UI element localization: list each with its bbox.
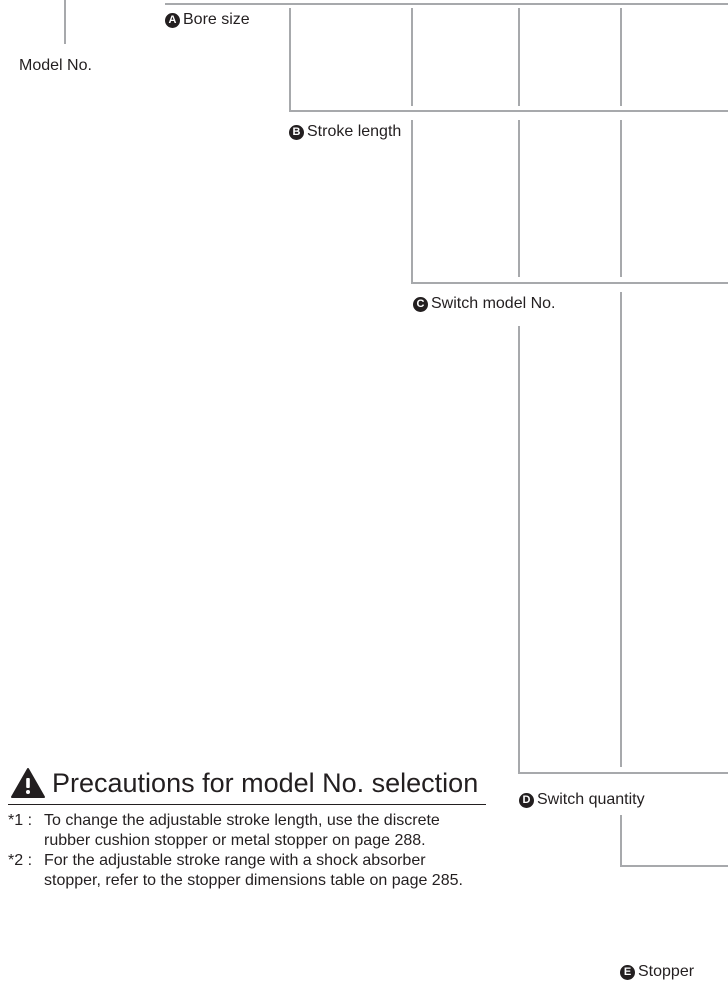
stroke-length-label: B Stroke length (289, 122, 401, 142)
badge-a-icon: A (165, 12, 180, 28)
switch-qty-line-top (620, 8, 622, 106)
top-connector-line (165, 3, 728, 5)
stroke-length-bracket (411, 282, 728, 284)
badge-b-icon: B (289, 124, 304, 140)
precautions-title: Precautions for model No. selection (52, 768, 479, 798)
switch-model-line (518, 326, 520, 774)
note-text: For the adjustable stroke range with a s… (44, 852, 463, 889)
badge-c-icon: C (413, 296, 428, 312)
bore-size-bracket (289, 110, 728, 112)
bore-size-text: Bore size (183, 11, 250, 28)
switch-quantity-text: Switch quantity (537, 791, 645, 808)
precautions-notes: *1 : To change the adjustable stroke len… (8, 811, 486, 891)
switch-quantity-label: D Switch quantity (519, 790, 645, 810)
switch-model-line-top (518, 8, 520, 106)
bore-size-line (289, 8, 291, 112)
switch-model-text: Switch model No. (431, 295, 556, 312)
note-item: *1 : To change the adjustable stroke len… (8, 811, 486, 851)
precautions-section: Precautions for model No. selection *1 :… (8, 766, 486, 891)
precautions-heading: Precautions for model No. selection (8, 766, 486, 805)
badge-e-icon: E (620, 964, 635, 980)
switch-model-bracket (518, 772, 728, 774)
stopper-text: Stopper (638, 963, 695, 980)
model-no-leader-line (64, 0, 66, 44)
switch-qty-bracket (620, 865, 728, 867)
stopper-label: E Stopper (620, 962, 694, 982)
model-no-label: Model No. (19, 57, 92, 74)
bore-size-label: A Bore size (165, 10, 250, 30)
switch-qty-line (620, 815, 622, 867)
switch-model-line-mid (518, 120, 520, 277)
note-number: *2 : (8, 852, 33, 869)
stroke-length-line-top (411, 8, 413, 106)
stroke-length-text: Stroke length (307, 123, 402, 140)
stroke-length-line (411, 120, 413, 284)
note-number: *1 : (8, 812, 33, 829)
note-item: *2 : For the adjustable stroke range wit… (8, 851, 486, 891)
switch-model-label: C Switch model No. (413, 294, 556, 314)
warning-triangle-icon (11, 768, 45, 798)
badge-d-icon: D (519, 792, 534, 808)
switch-qty-line-low (620, 292, 622, 767)
note-text: To change the adjustable stroke length, … (44, 812, 440, 849)
switch-qty-line-mid (620, 120, 622, 277)
